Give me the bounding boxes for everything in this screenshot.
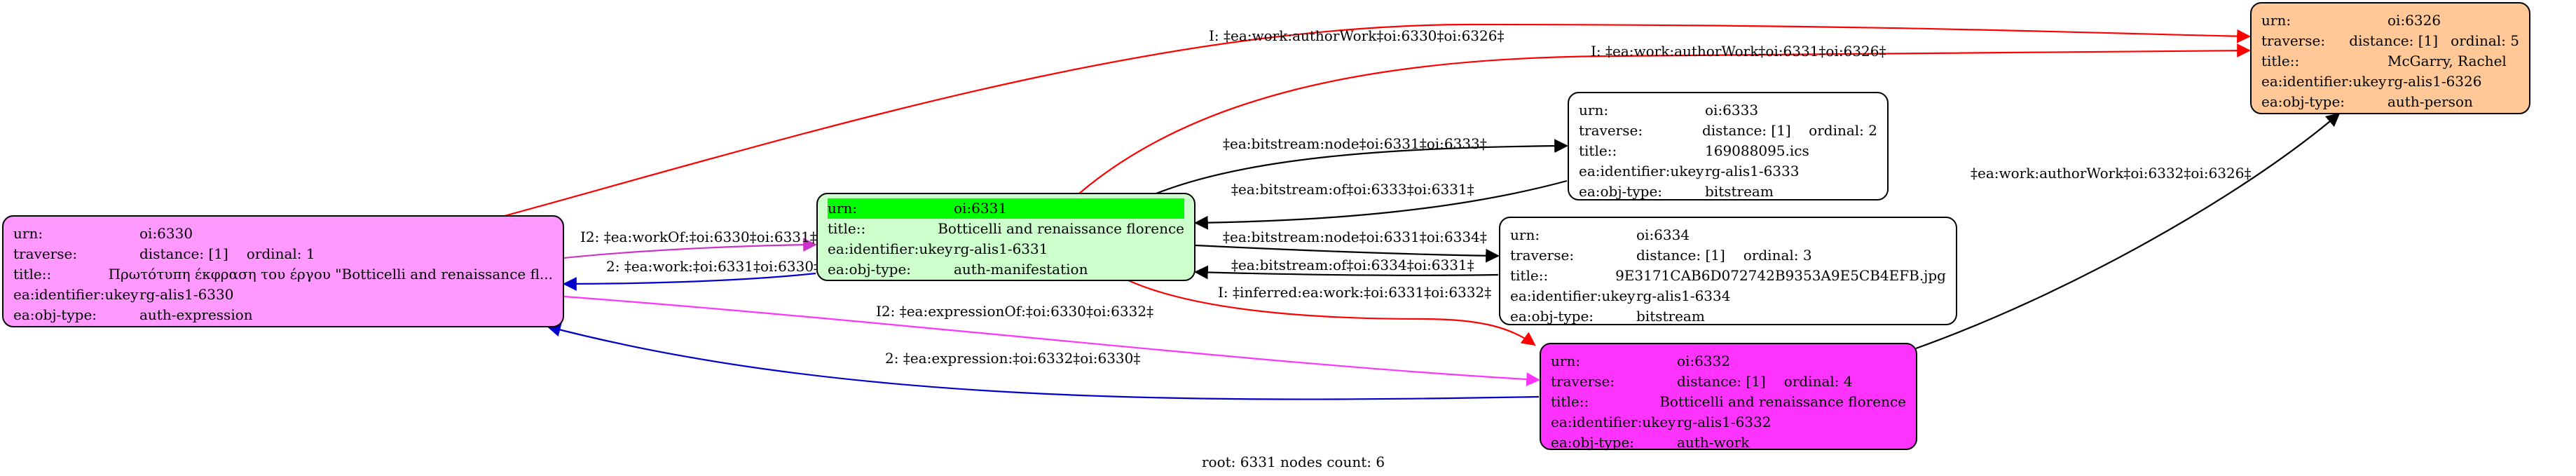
node-6333[interactable]: urn: oi:6333 traverse: distance: [1] ordina… (1568, 92, 1889, 200)
urn-label: urn: (828, 200, 858, 217)
urn-label: urn: (13, 225, 43, 242)
node-6330[interactable]: urn: oi:6330 traverse: distance: [1] ordina… (2, 215, 564, 327)
type-label: ea:obj-type: (1551, 434, 1635, 451)
traverse-label: traverse: (13, 245, 78, 262)
edge-label-6332-6326: ‡ea:work:authorWork‡oi:6332‡oi:6326‡ (1971, 165, 2251, 182)
edge-label-6334-6331: ‡ea:bitstream:of‡oi:6334‡oi:6331‡ (1231, 257, 1474, 273)
ukey-value: rg-alis1-6334 (1636, 287, 1731, 304)
ukey-value: rg-alis1-6330 (139, 286, 234, 303)
edge-label-6333-6331: ‡ea:bitstream:of‡oi:6333‡oi:6331‡ (1231, 181, 1474, 198)
urn-label: urn: (2261, 12, 2291, 29)
title-label: title:: (2261, 53, 2300, 69)
title-label: title:: (828, 220, 866, 237)
edge-label-6330-6331: I2: ‡ea:workOf:‡oi:6330‡oi:6331‡ (580, 229, 817, 245)
urn-label: urn: (1551, 353, 1581, 369)
edge-6330-6331-workof (563, 238, 817, 259)
edge-6331-6330-work (563, 272, 816, 291)
type-value: auth-manifestation (954, 261, 1088, 278)
title-value: 9E3171CAB6D072742B9353A9E5CB4EFB.jpg (1615, 267, 1946, 284)
edge-label-6332-6330: 2: ‡ea:expression:‡oi:6332‡oi:6330‡ (885, 350, 1140, 367)
ordinal-value: ordinal: 2 (1809, 122, 1877, 139)
edge-label-6331-6333: ‡ea:bitstream:node‡oi:6331‡oi:6333‡ (1223, 135, 1487, 152)
edge-6331-6333-bitstream-node (1156, 139, 1568, 195)
node-6334[interactable]: urn: oi:6334 traverse: distance: [1] ordina… (1499, 217, 1957, 325)
edge-6331-6332-inferred-work (1128, 279, 1536, 346)
ordinal-value: ordinal: 5 (2451, 32, 2519, 49)
type-value: auth-work (1677, 434, 1750, 451)
edge-label-6331-6332: I: ‡inferred:ea:work:‡oi:6331‡oi:6332‡ (1218, 284, 1491, 301)
title-value: Πρωτότυπη έκφραση του έργου "Botticelli … (108, 266, 553, 283)
graph-footer: root: 6331 nodes count: 6 (1202, 454, 1385, 470)
type-label: ea:obj-type: (828, 261, 912, 278)
type-value: bitstream (1705, 183, 1774, 200)
traverse-label: traverse: (1551, 373, 1615, 390)
edge-6330-6326-authorwork (504, 23, 2251, 217)
type-label: ea:obj-type: (2261, 93, 2345, 110)
edge-6331-6334-bitstream-node (1195, 244, 1500, 263)
distance-value: distance: [1] (2349, 32, 2439, 49)
urn-value: oi:6332 (1677, 353, 1731, 369)
urn-label: urn: (1510, 226, 1540, 243)
traverse-label: traverse: (1510, 247, 1575, 264)
ordinal-value: ordinal: 4 (1783, 373, 1853, 390)
title-value: 169088095.ics (1705, 142, 1809, 159)
ordinal-value: ordinal: 1 (246, 245, 315, 262)
ukey-label: ea:identifier:ukey (1579, 163, 1704, 179)
title-value: Botticelli and renaissance florence (938, 220, 1184, 237)
type-label: ea:obj-type: (13, 306, 97, 323)
ordinal-value: ordinal: 3 (1743, 247, 1812, 264)
edge-6333-6331-bitstream-of (1194, 179, 1568, 230)
edge-label-6330-6332: I2: ‡ea:expressionOf:‡oi:6330‡oi:6332‡ (876, 303, 1153, 320)
type-value: auth-expression (139, 306, 253, 323)
edge-label-6331-6326: I: ‡ea:work:authorWork‡oi:6331‡oi:6326‡ (1591, 43, 1886, 60)
type-label: ea:obj-type: (1510, 308, 1594, 325)
ukey-label: ea:identifier:ukey (828, 240, 953, 257)
ukey-label: ea:identifier:ukey (1510, 287, 1636, 304)
urn-value: oi:6331 (954, 200, 1008, 217)
ukey-value: rg-alis1-6326 (2387, 73, 2482, 90)
title-label: title:: (1551, 393, 1589, 410)
urn-label: urn: (1579, 102, 1609, 118)
edge-label-6331-6334: ‡ea:bitstream:node‡oi:6331‡oi:6334‡ (1223, 229, 1487, 245)
ukey-value: rg-alis1-6333 (1705, 163, 1800, 179)
node-6326[interactable]: urn: oi:6326 traverse: distance: [1] ordina… (2250, 2, 2530, 114)
type-value: bitstream (1636, 308, 1705, 325)
ukey-label: ea:identifier:ukey (1551, 414, 1676, 430)
node-6332[interactable]: urn: oi:6332 traverse: distance: [1] ordina… (1540, 343, 1917, 451)
edge-6332-6326-authorwork (1915, 112, 2341, 350)
ukey-value: rg-alis1-6331 (954, 240, 1048, 257)
type-label: ea:obj-type: (1579, 183, 1663, 200)
ukey-label: ea:identifier:ukey (13, 286, 139, 303)
title-label: title:: (13, 266, 52, 283)
title-value: Botticelli and renaissance florence (1659, 393, 1906, 410)
edge-6332-6330-expression (547, 322, 1540, 400)
urn-value: oi:6334 (1636, 226, 1690, 243)
edge-6331-6326-authorwork (1078, 43, 2251, 194)
urn-value: oi:6333 (1705, 102, 1759, 118)
node-6331-root[interactable]: urn: oi:6331 title::Botticelli and renais… (816, 193, 1195, 281)
traverse-label: traverse: (1579, 122, 1643, 139)
distance-value: distance: [1] (1636, 247, 1725, 264)
distance-value: distance: [1] (139, 245, 228, 262)
title-value: McGarry, Rachel (2387, 53, 2507, 69)
distance-value: distance: [1] (1701, 122, 1791, 139)
edge-6334-6331-bitstream-of (1194, 265, 1499, 280)
type-value: auth-person (2387, 93, 2473, 110)
title-label: title:: (1579, 142, 1617, 159)
distance-value: distance: [1] (1677, 373, 1766, 390)
urn-value: oi:6330 (139, 225, 193, 242)
ukey-label: ea:identifier:ukey (2261, 73, 2387, 90)
title-label: title:: (1510, 267, 1549, 284)
edge-6330-6332-expressionof (563, 295, 1540, 386)
root-highlight-row: urn: oi:6331 (828, 198, 1184, 219)
edge-label-6330-6326: I: ‡ea:work:authorWork‡oi:6330‡oi:6326‡ (1209, 27, 1504, 44)
edge-label-6331-6330: 2: ‡ea:work:‡oi:6331‡oi:6330‡ (606, 258, 821, 275)
urn-value: oi:6326 (2387, 12, 2441, 29)
traverse-label: traverse: (2261, 32, 2326, 49)
ukey-value: rg-alis1-6332 (1677, 414, 1772, 430)
